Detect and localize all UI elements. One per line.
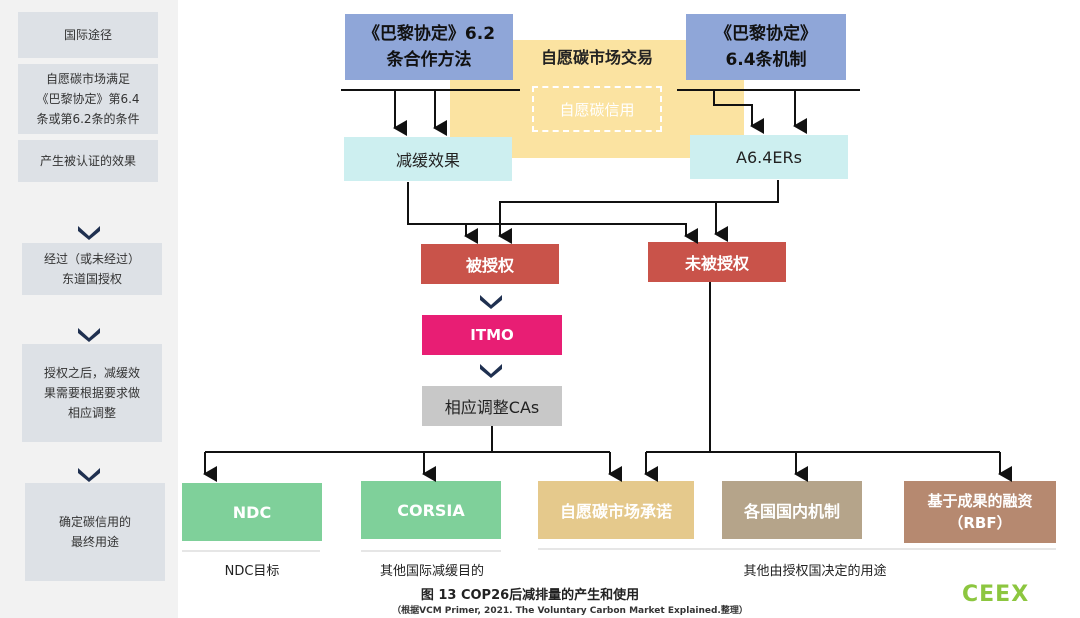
voluntary-market-title: 自愿碳市场交易 <box>540 48 653 67</box>
figure-caption: 图 13 COP26后减排量的产生和使用 <box>420 588 640 603</box>
corresponding-adjustment-box: 相应调整CAs <box>422 386 562 426</box>
figure-source: （根据VCM Primer, 2021. The Voluntary Carbo… <box>392 606 748 616</box>
mitigation-effect-box: 减缓效果 <box>344 137 512 181</box>
chevron-down-icon <box>480 364 502 378</box>
itmo-box: ITMO <box>422 315 562 355</box>
use-voluntary-commitment-box: 自愿碳市场承诺 <box>538 481 694 539</box>
use-domestic-mechanism-box: 各国国内机制 <box>722 481 862 539</box>
use-corsia-box: CORSIA <box>361 481 501 539</box>
use-rbf-box: 基于成果的融资 （RBF） <box>904 481 1056 543</box>
chevron-down-icon <box>78 226 100 240</box>
sidebar-step-corresponding-adjustment: 授权之后，减缓效 果需要根据要求做 相应调整 <box>22 344 162 442</box>
article-6-2-box: 《巴黎协定》6.2 条合作方法 <box>345 14 513 80</box>
use-ndc-box: NDC <box>182 483 322 541</box>
unauthorized-box: 未被授权 <box>648 242 786 282</box>
sidebar-step-conditions: 自愿碳市场满足 《巴黎协定》第6.4 条或第6.2条的条件 <box>18 64 158 134</box>
sidebar-step-final-use: 确定碳信用的 最终用途 <box>25 483 165 581</box>
label-ndc-target: NDC目标 <box>224 564 280 579</box>
a64ers-box: A6.4ERs <box>690 135 848 179</box>
voluntary-carbon-credit: 自愿碳信用 <box>532 86 662 132</box>
chevron-down-icon <box>480 295 502 309</box>
label-other-international: 其他国际减缓目的 <box>379 564 484 579</box>
ceex-logo: CEEX <box>962 582 1030 607</box>
sidebar-step-host-authorization: 经过（或未经过） 东道国授权 <box>22 243 162 295</box>
sidebar-step-certified-effect: 产生被认证的效果 <box>18 140 158 182</box>
article-6-4-box: 《巴黎协定》 6.4条机制 <box>686 14 846 80</box>
chevron-down-icon <box>78 328 100 342</box>
authorized-box: 被授权 <box>421 244 559 284</box>
label-other-host-defined: 其他由授权国决定的用途 <box>743 564 887 579</box>
sidebar-step-international-path: 国际途径 <box>18 12 158 58</box>
chevron-down-icon <box>78 468 100 482</box>
